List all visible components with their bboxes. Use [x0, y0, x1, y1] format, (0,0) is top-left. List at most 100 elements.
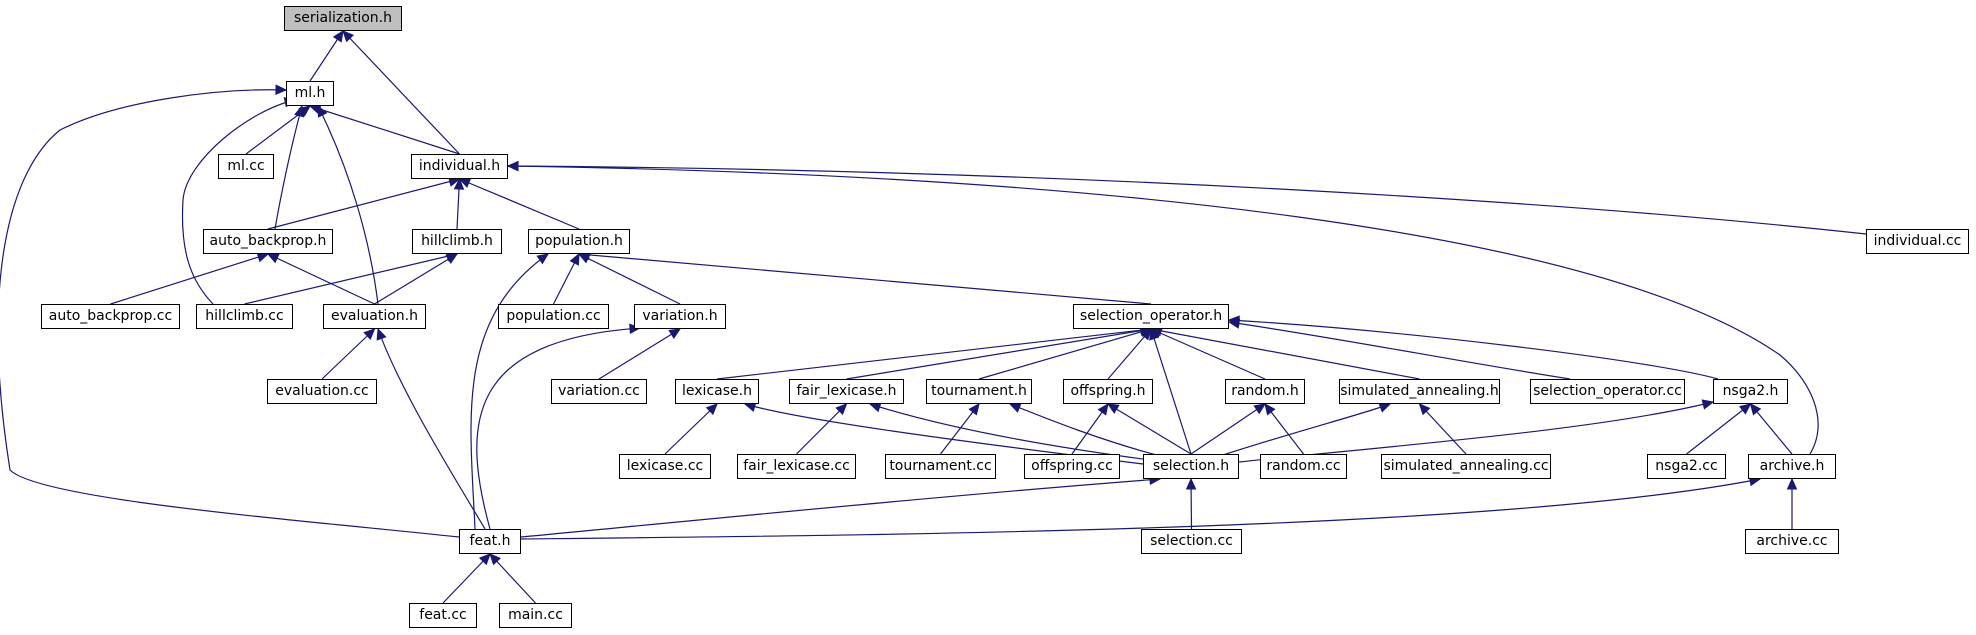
node-feat-cc[interactable]: feat.cc	[409, 603, 477, 628]
arrowhead-auto_backprop_h	[266, 253, 280, 264]
arrowhead-variation_h	[668, 328, 682, 340]
node-population-h[interactable]: population.h	[528, 229, 630, 254]
node-hillclimb-cc[interactable]: hillclimb.cc	[196, 304, 293, 329]
edge-random_h-to-selection_operator_h	[1150, 328, 1266, 380]
edge-fair_lexicase_cc-to-fair_lexicase_h	[796, 403, 847, 455]
arrowhead-fair_lexicase_h	[868, 402, 882, 413]
edge-auto_backprop_cc-to-auto_backprop_h	[110, 253, 269, 305]
arrowhead-hillclimb_h	[445, 253, 459, 264]
arrowhead-fair_lexicase_h	[835, 403, 848, 416]
edge-individual_cc-to-individual_h	[507, 165, 1867, 235]
node-hillclimb-h[interactable]: hillclimb.h	[412, 229, 502, 254]
arrowhead-archive_h	[1786, 477, 1798, 490]
node-ml-h[interactable]: ml.h	[286, 81, 334, 106]
node-variation-cc[interactable]: variation.cc	[551, 379, 647, 404]
edge-random_cc-to-random_h	[1264, 403, 1304, 455]
arrowhead-selection_h	[1185, 477, 1197, 490]
node-variation-h[interactable]: variation.h	[634, 304, 726, 329]
node-population-cc[interactable]: population.cc	[498, 304, 609, 329]
node-lexicase-h[interactable]: lexicase.h	[675, 379, 759, 404]
edge-nsga2_cc-to-nsga2_h	[1686, 403, 1751, 455]
arrowhead-selection_operator_h	[1149, 327, 1160, 341]
arrowhead-lexicase_h	[705, 403, 718, 416]
node-individual-cc[interactable]: individual.cc	[1866, 229, 1969, 254]
edge-individual_h-to-serialization_h	[342, 30, 460, 155]
arrowhead-random_h	[1253, 403, 1267, 415]
node-ml-cc[interactable]: ml.cc	[218, 154, 274, 179]
node-offspring-h[interactable]: offspring.h	[1063, 379, 1153, 404]
edge-selection_h-to-nsga2_h	[1238, 401, 1714, 463]
arrowhead-ml_h	[294, 104, 305, 118]
node-selection-h[interactable]: selection.h	[1143, 454, 1239, 479]
arrowhead-tournament_h	[1008, 403, 1022, 413]
arrowhead-simulated_annealing_h	[1378, 402, 1392, 413]
arrowhead-population_h	[569, 252, 580, 266]
edge-variation_cc-to-variation_h	[598, 328, 681, 380]
node-tournament-cc[interactable]: tournament.cc	[885, 454, 996, 479]
node-feat-h[interactable]: feat.h	[459, 529, 521, 554]
edge-main_cc-to-feat_h	[489, 553, 536, 604]
edge-auto_backprop_h-to-ml_h	[274, 105, 303, 230]
arrowhead-offspring_h	[1097, 403, 1109, 416]
arrowhead-selection_operator_h	[1140, 328, 1152, 341]
edge-selection_h-to-fair_lexicase_h	[869, 403, 1151, 461]
edge-evaluation_h-to-auto_backprop_h	[267, 253, 375, 305]
edge-simulated_annealing_cc-to-simulated_annealing_h	[1419, 403, 1467, 455]
edge-feat_h-to-selection_h	[520, 478, 1161, 538]
edge-selection_h-to-selection_operator_h	[1150, 328, 1192, 455]
node-main-cc[interactable]: main.cc	[499, 603, 572, 628]
edge-offspring_h-to-selection_operator_h	[1107, 328, 1152, 380]
arrowhead-feat_h	[489, 553, 502, 566]
node-random-h[interactable]: random.h	[1225, 379, 1305, 404]
edge-selection_operator_cc-to-selection_operator_h	[1228, 321, 1571, 380]
node-auto-backprop-h[interactable]: auto_backprop.h	[203, 229, 333, 254]
edge-auto_backprop_h-to-individual_h	[267, 178, 460, 230]
node-nsga2-h[interactable]: nsga2.h	[1713, 379, 1788, 404]
node-fair-lexicase-cc[interactable]: fair_lexicase.cc	[737, 454, 856, 479]
edge-feat_h-to-ml_h	[0, 89, 460, 538]
edge-fair_lexicase_h-to-selection_operator_h	[846, 328, 1152, 380]
node-tournament-h[interactable]: tournament.h	[926, 379, 1032, 404]
arrowhead-ml_h	[275, 84, 288, 95]
edge-feat_h-to-archive_h	[520, 478, 1761, 540]
arrowhead-evaluation_h	[363, 328, 376, 341]
edge-selection_h-to-tournament_h	[1009, 403, 1161, 457]
arrowhead-feat_h	[478, 553, 491, 566]
node-selection-operator-cc[interactable]: selection_operator.cc	[1530, 379, 1685, 404]
node-random-cc[interactable]: random.cc	[1260, 454, 1347, 479]
edge-selection_h-to-offspring_h	[1107, 403, 1192, 455]
edge-lexicase_cc-to-lexicase_h	[664, 403, 718, 455]
node-nsga2-cc[interactable]: nsga2.cc	[1647, 454, 1726, 479]
edge-hillclimb_cc-to-hillclimb_h	[244, 253, 458, 305]
node-simulated-annealing-cc[interactable]: simulated_annealing.cc	[1381, 454, 1551, 479]
node-individual-h[interactable]: individual.h	[411, 154, 508, 179]
node-selection-operator-h[interactable]: selection_operator.h	[1073, 304, 1229, 329]
edge-archive_h-to-nsga2_h	[1750, 403, 1793, 455]
node-selection-cc[interactable]: selection.cc	[1141, 529, 1242, 554]
node-archive-h[interactable]: archive.h	[1748, 454, 1836, 479]
edge-evaluation_h-to-ml_h	[317, 105, 379, 305]
arrowhead-evaluation_h	[376, 327, 387, 341]
node-evaluation-h[interactable]: evaluation.h	[323, 304, 426, 329]
edge-selection_h-to-simulated_annealing_h	[1219, 403, 1391, 457]
node-offspring-cc[interactable]: offspring.cc	[1024, 454, 1120, 479]
edge-individual_h-to-ml_h	[309, 105, 460, 155]
node-archive-cc[interactable]: archive.cc	[1745, 529, 1839, 554]
node-fair-lexicase-h[interactable]: fair_lexicase.h	[789, 379, 904, 404]
arrowhead-offspring_h	[1106, 403, 1120, 414]
arrowhead-individual_h	[453, 177, 465, 190]
node-simulated-annealing-h[interactable]: simulated_annealing.h	[1339, 379, 1500, 404]
edge-archive_h-to-individual_h	[507, 165, 1819, 455]
arrowhead-nsga2_h	[1738, 403, 1752, 415]
arrowhead-simulated_annealing_h	[1418, 403, 1431, 416]
edge-lexicase_h-to-selection_operator_h	[716, 328, 1152, 380]
node-lexicase-cc[interactable]: lexicase.cc	[619, 454, 711, 479]
edge-nsga2_h-to-selection_operator_h	[1228, 319, 1719, 380]
arrowhead-tournament_h	[968, 403, 980, 416]
edge-evaluation_h-to-hillclimb_h	[374, 253, 458, 305]
node-evaluation-cc[interactable]: evaluation.cc	[267, 379, 377, 404]
node-auto-backprop-cc[interactable]: auto_backprop.cc	[41, 304, 180, 329]
edge-variation_h-to-population_h	[578, 253, 681, 305]
